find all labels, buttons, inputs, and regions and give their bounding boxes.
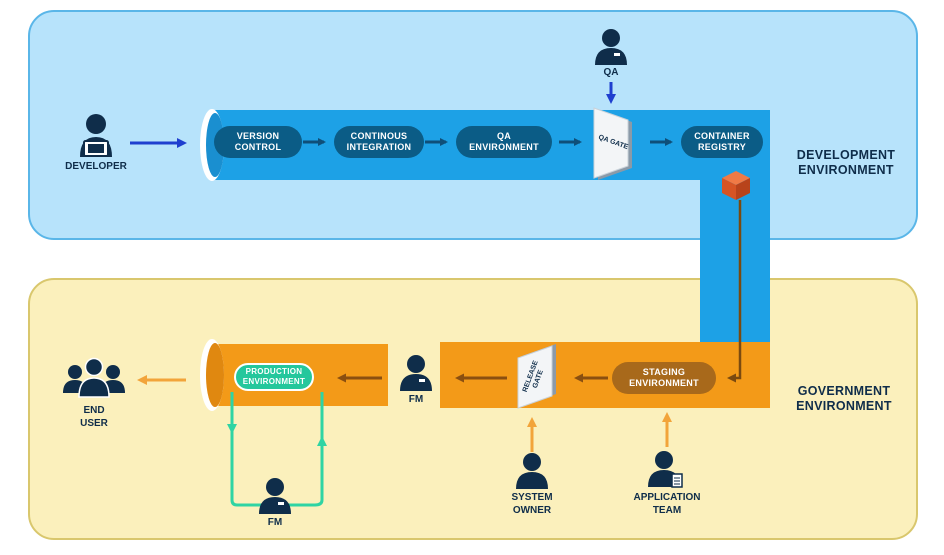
staging-environment-stage: STAGING ENVIRONMENT xyxy=(612,362,716,394)
container-box-icon xyxy=(722,171,750,200)
application-team-person-icon xyxy=(648,451,683,488)
fm-person-icon xyxy=(400,355,432,391)
qa-person-icon xyxy=(595,29,627,65)
fm-label: FM xyxy=(408,394,424,405)
application-team-label: APPLICATION TEAM xyxy=(633,492,701,516)
end-user-label: END USER xyxy=(80,405,108,429)
fm-loop-person-icon xyxy=(259,478,291,514)
release-gate xyxy=(517,344,556,409)
box-to-staging-arrow xyxy=(727,200,742,383)
fm-loop-label: FM xyxy=(267,517,283,528)
qa-gate xyxy=(593,107,632,180)
version-control-stage: VERSION CONTROL xyxy=(214,126,302,158)
production-loop xyxy=(227,392,327,507)
developer-label: DEVELOPER xyxy=(65,161,127,172)
development-environment-label: DEVELOPMENT ENVIRONMENT xyxy=(796,148,896,177)
production-environment-stage: PRODUCTION ENVIRONMENT xyxy=(234,363,314,391)
qa-label: QA xyxy=(603,67,619,78)
system-owner-person-icon xyxy=(516,453,548,489)
container-registry-stage: CONTAINER REGISTRY xyxy=(681,126,763,158)
developer-person-icon xyxy=(80,114,112,157)
system-owner-label: SYSTEM OWNER xyxy=(511,492,553,516)
qa-environment-stage: QA ENVIRONMENT xyxy=(456,126,552,158)
continuous-integration-stage: CONTINOUS INTEGRATION xyxy=(334,126,424,158)
government-environment-label: GOVERNMENT ENVIRONMENT xyxy=(796,384,892,413)
end-user-group-icon xyxy=(63,357,125,398)
